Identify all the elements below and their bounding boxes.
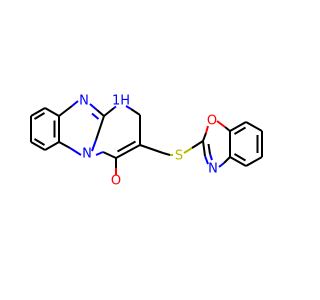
bond [245,156,263,167]
bond [96,109,105,117]
bond [205,125,209,134]
bond [202,132,207,142]
atom-label-s: S [175,149,183,164]
bond [95,115,105,141]
bond [162,152,171,156]
atom-label-nh: 1H [112,94,130,109]
double-bond-inner [91,112,100,120]
atom-label-n-bridge: N [82,147,92,162]
double-bond-inner [233,153,247,162]
bond [44,107,60,117]
imidazole-ring [58,100,105,156]
bond [202,140,206,157]
double-bond-inner [117,140,136,153]
molecule-structure: N 1H N O S O N [30,94,263,189]
bond [89,103,98,111]
bond [125,105,132,110]
oxazole-ring [202,120,231,168]
double-bond-inner [209,153,213,161]
bond [30,141,46,151]
bond [102,151,117,159]
bond [223,156,231,164]
bond [229,156,247,167]
bond [44,141,60,151]
structure-canvas: N 1H N O S O N [30,94,263,189]
bond [139,144,164,154]
bond [204,155,209,165]
atom-label-o-ring: O [207,114,217,129]
bond [58,105,73,117]
thiomethyl-linker [139,140,204,156]
bond [183,147,193,154]
double-bond-inner [233,126,247,135]
bond [218,162,225,168]
bond [216,120,226,128]
bond [30,107,46,117]
benzo-ring-left [30,107,60,151]
bond [58,141,71,149]
bond [229,121,247,132]
bond [69,147,82,156]
atom-label-o-carbonyl: O [111,174,121,189]
bond [91,139,97,152]
atom-label-n: N [79,94,89,109]
atom-label-n-ring: N [208,162,218,177]
bond [245,121,263,132]
bond [95,151,104,156]
bond [103,107,115,117]
pyrimidinone-ring [95,105,141,175]
bond [191,140,204,149]
bond [113,105,117,109]
benzo-ring-right [229,121,263,167]
double-bond-inner [207,143,211,155]
bond [115,144,141,159]
bond [71,100,79,107]
bond [130,108,141,116]
double-bond-inner [33,112,46,120]
double-bond-inner [33,138,46,146]
bond [224,126,231,132]
